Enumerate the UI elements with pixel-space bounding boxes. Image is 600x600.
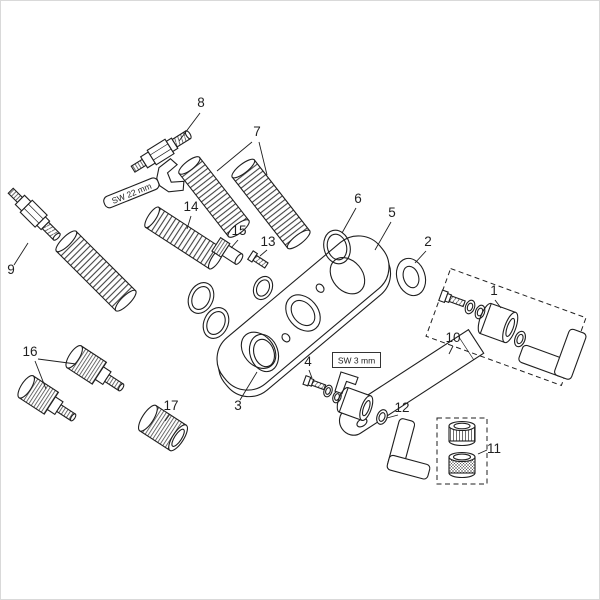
o-ring-c (252, 275, 274, 301)
washer-a (323, 384, 333, 398)
part-1-group (425, 267, 587, 387)
part-11-group (436, 417, 488, 485)
part-7-tube-b (231, 158, 311, 250)
part-13-screw (246, 250, 269, 269)
part-3-ring (248, 333, 280, 373)
part-label-16: 16 (22, 344, 37, 359)
washer-c (464, 299, 476, 315)
part-label-12: 12 (394, 400, 409, 415)
part-label-13: 13 (260, 234, 275, 249)
part-label-17: 17 (163, 398, 178, 413)
handle-knob-upper (477, 302, 519, 344)
part-9-cartridge (7, 187, 61, 241)
part-16-knob-a (17, 375, 77, 422)
part-label-9: 9 (7, 262, 15, 277)
part-4-screw (302, 374, 327, 391)
aerator-insert (448, 451, 476, 479)
part-16-knob-b (65, 345, 125, 392)
lever-handle-upper (518, 328, 587, 380)
part-label-3: 3 (234, 398, 242, 413)
part-9-tube (55, 230, 137, 312)
handle-knob-lower (336, 386, 374, 422)
part-label-10: 10 (445, 330, 460, 345)
part-label-6: 6 (354, 191, 362, 206)
washer-e (514, 330, 526, 348)
part-15-adapter (211, 236, 244, 265)
part-label-11: 11 (487, 441, 501, 456)
part-6-o-ring (323, 229, 351, 265)
part-label-8: 8 (197, 95, 205, 110)
washer-d (474, 304, 486, 320)
part-17-sleeve (137, 404, 189, 452)
part-2-escutcheon (395, 257, 427, 297)
allen-key (334, 371, 359, 395)
allen-size-label: SW 3 mm (338, 356, 375, 366)
part-label-1: 1 (490, 283, 498, 298)
callout-labels: 8 7 14 15 13 6 5 2 1 9 16 17 3 4 12 10 1… (7, 95, 501, 456)
leader-lines (13, 112, 502, 455)
part-label-15: 15 (231, 223, 246, 238)
part-12-ring (376, 409, 388, 425)
part-label-7: 7 (253, 124, 261, 139)
part-7-tube-a (178, 156, 250, 238)
aerator-housing (448, 420, 476, 447)
part-label-4: 4 (304, 354, 312, 369)
part-label-14: 14 (183, 199, 199, 214)
o-ring-b (202, 307, 230, 339)
part-label-2: 2 (424, 234, 432, 249)
lever-handle-lower (386, 418, 431, 480)
part-8-cartridge (130, 130, 192, 173)
part-1-screw (438, 289, 466, 308)
part-label-5: 5 (388, 205, 396, 220)
part-11-group-box (436, 417, 488, 485)
allen-size-box: SW 3 mm (332, 352, 381, 368)
part-10-spout (339, 328, 485, 436)
o-ring-a (187, 282, 215, 314)
